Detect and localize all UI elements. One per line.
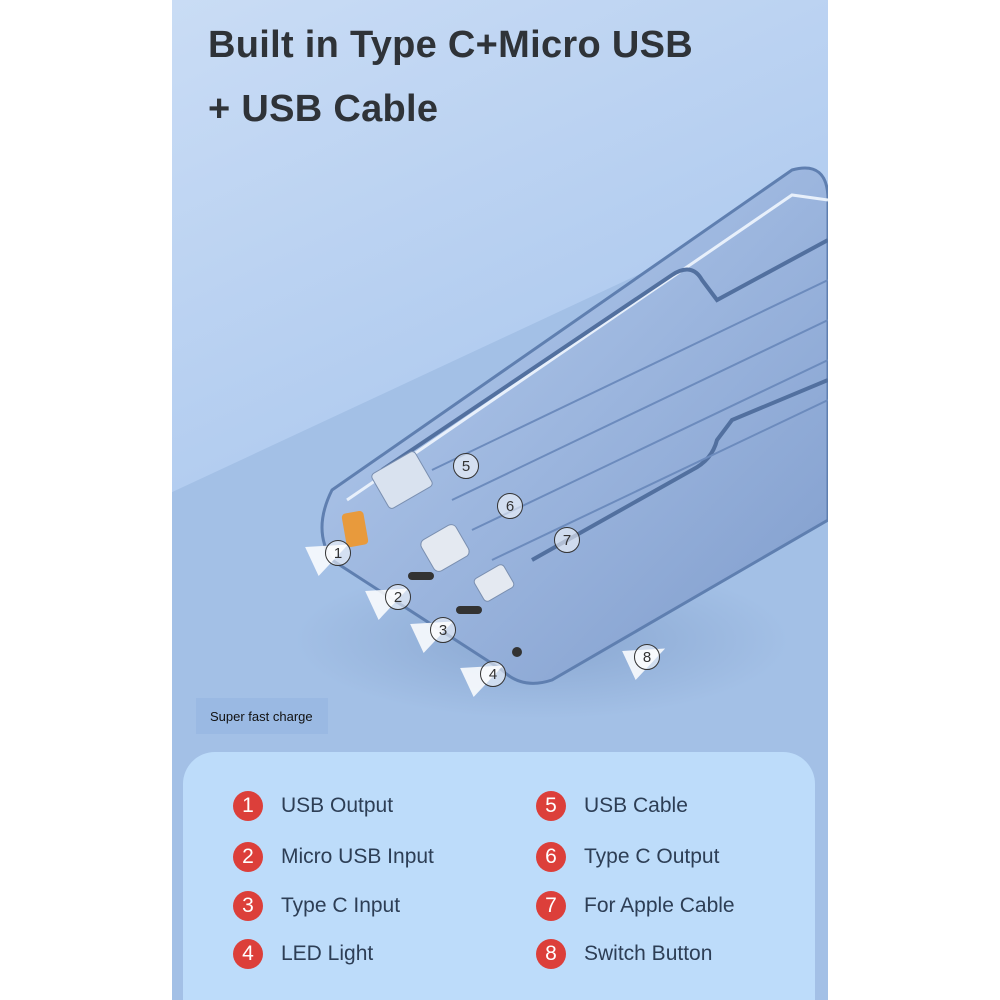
legend-item: 5 USB Cable bbox=[536, 791, 688, 821]
callout-2: 2 bbox=[385, 584, 411, 610]
legend-item: 2 Micro USB Input bbox=[233, 842, 434, 872]
legend-label: Micro USB Input bbox=[281, 845, 434, 868]
number-badge: 1 bbox=[233, 791, 263, 821]
number-badge: 6 bbox=[536, 842, 566, 872]
title-line-1: Built in Type C+Micro USB bbox=[208, 24, 694, 66]
callout-3: 3 bbox=[430, 617, 456, 643]
number-badge: 8 bbox=[536, 939, 566, 969]
legend-panel: 1 USB Output 2 Micro USB Input 3 Type C Inp… bbox=[183, 752, 815, 1000]
callout-1: 1 bbox=[325, 540, 351, 566]
super-fast-charge-tag: Super fast charge bbox=[196, 698, 328, 734]
legend-label: USB Cable bbox=[584, 794, 688, 817]
product-image: Built in Type C+Micro USB + USB Cable 1 … bbox=[172, 0, 828, 1000]
legend-label: Switch Button bbox=[584, 942, 713, 965]
number-badge: 2 bbox=[233, 842, 263, 872]
number-badge: 4 bbox=[233, 939, 263, 969]
legend-label: LED Light bbox=[281, 942, 374, 965]
legend-item: 7 For Apple Cable bbox=[536, 891, 735, 921]
power-bank-illustration bbox=[320, 166, 828, 685]
callout-6: 6 bbox=[497, 493, 523, 519]
legend-item: 3 Type C Input bbox=[233, 891, 400, 921]
callout-7: 7 bbox=[554, 527, 580, 553]
title-line-2: + USB Cable bbox=[208, 88, 439, 130]
callout-5: 5 bbox=[453, 453, 479, 479]
legend-item: 8 Switch Button bbox=[536, 939, 712, 969]
number-badge: 5 bbox=[536, 791, 566, 821]
number-badge: 7 bbox=[536, 891, 566, 921]
legend-label: Type C Input bbox=[281, 894, 401, 917]
legend-label: For Apple Cable bbox=[584, 894, 735, 917]
legend-label: USB Output bbox=[281, 794, 394, 817]
legend-item: 4 LED Light bbox=[233, 939, 373, 969]
legend-item: 1 USB Output bbox=[233, 791, 393, 821]
legend-item: 6 Type C Output bbox=[536, 842, 719, 872]
callout-8: 8 bbox=[634, 644, 660, 670]
callout-4: 4 bbox=[480, 661, 506, 687]
number-badge: 3 bbox=[233, 891, 263, 921]
legend-label: Type C Output bbox=[584, 845, 720, 868]
